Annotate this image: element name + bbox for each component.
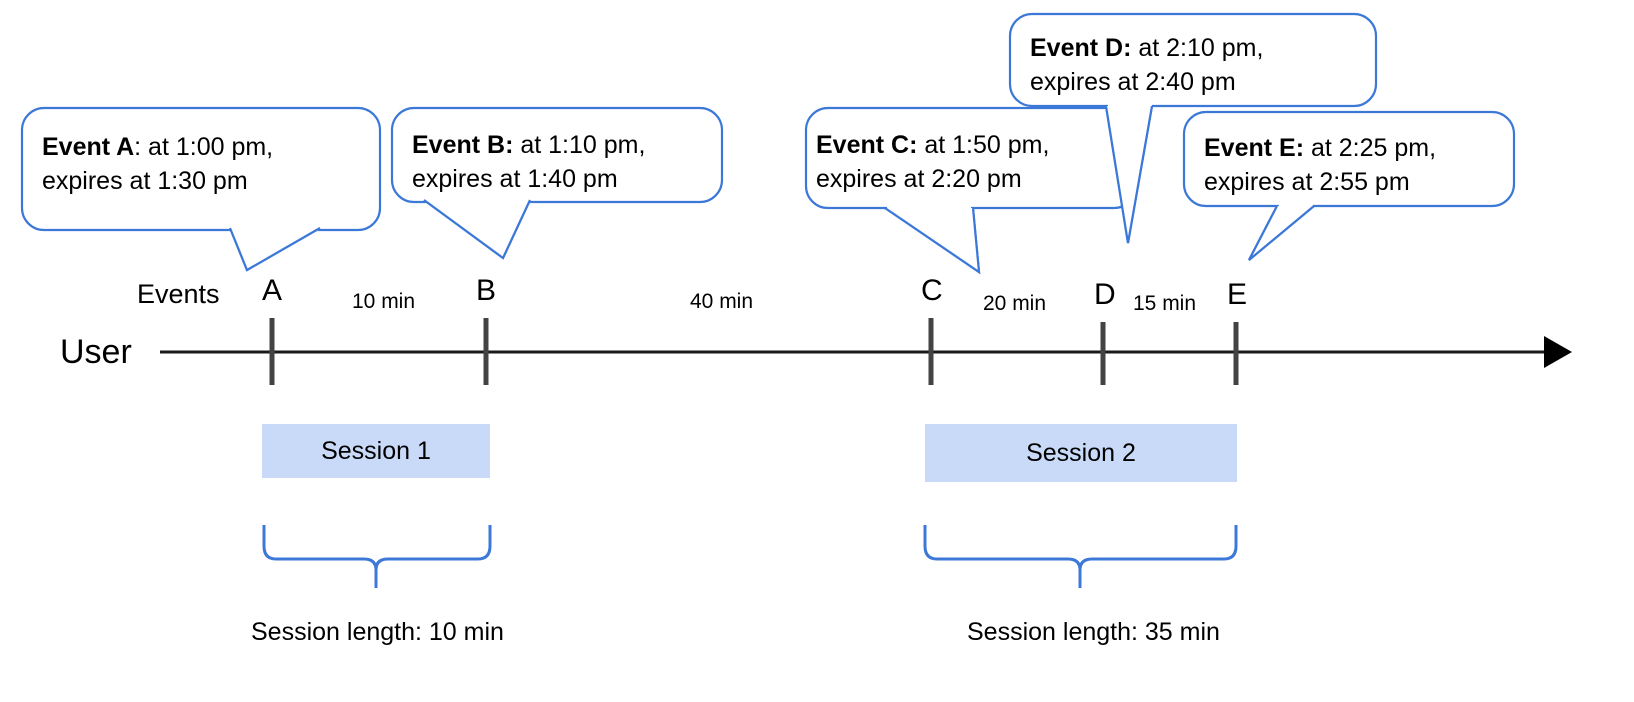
callout-event-c-bold: Event C: xyxy=(816,131,918,159)
event-label-d: D xyxy=(1094,278,1116,311)
callout-event-d-shape xyxy=(1008,12,1378,244)
callout-event-e-text: Event E: at 2:25 pm, expires at 2:55 pm xyxy=(1204,131,1436,199)
callout-event-d-text: Event D: at 2:10 pm, expires at 2:40 pm xyxy=(1030,31,1263,99)
callout-event-b-bold: Event B: xyxy=(412,131,514,159)
callout-event-e-bold: Event E: xyxy=(1204,134,1305,162)
callout-event-c-line2: expires at 2:20 pm xyxy=(816,165,1022,193)
gap-label-c-d: 20 min xyxy=(983,292,1047,315)
callout-event-c-rest: at 1:50 pm, xyxy=(917,131,1050,159)
events-row-label: Events xyxy=(137,279,220,309)
gap-label-d-e: 15 min xyxy=(1133,292,1197,315)
session-length-label-2: Session length: 35 min xyxy=(967,618,1220,646)
session-box-1: Session 1 xyxy=(262,424,490,478)
callout-event-c-shape xyxy=(804,106,1138,275)
event-label-c: C xyxy=(921,274,943,307)
callout-event-a-text: Event A: at 1:00 pm, expires at 1:30 pm xyxy=(42,130,273,198)
callout-event-b-rest: at 1:10 pm, xyxy=(513,131,646,159)
gap-label-a-b: 10 min xyxy=(352,290,416,313)
callout-event-a-bold: Event A xyxy=(42,133,135,161)
callout-event-d-bold: Event D: xyxy=(1030,34,1132,62)
callout-event-d-line2: expires at 2:40 pm xyxy=(1030,68,1236,96)
callout-event-b-text: Event B: at 1:10 pm, expires at 1:40 pm xyxy=(412,128,645,196)
callout-event-e-line2: expires at 2:55 pm xyxy=(1204,168,1410,196)
session-length-label-1: Session length: 10 min xyxy=(251,618,504,646)
callout-event-e-shape xyxy=(1182,110,1516,261)
session-2-brace xyxy=(923,525,1238,588)
callout-event-e-rest: at 2:25 pm, xyxy=(1304,134,1437,162)
user-lane-label: User xyxy=(60,333,132,371)
timeline-arrow-icon xyxy=(1544,336,1572,368)
gap-label-b-c: 40 min xyxy=(690,290,754,313)
callout-event-b-line2: expires at 1:40 pm xyxy=(412,165,618,193)
session-box-2-label: Session 2 xyxy=(1026,438,1136,467)
callout-event-a-rest: : at 1:00 pm, xyxy=(134,133,274,161)
event-label-b: B xyxy=(476,274,497,307)
callout-event-a-line2: expires at 1:30 pm xyxy=(42,167,248,195)
callout-event-a-shape xyxy=(20,106,382,272)
callout-event-c-text: Event C: at 1:50 pm, expires at 2:20 pm xyxy=(816,128,1049,196)
event-label-a: A xyxy=(262,274,283,307)
session-box-1-label: Session 1 xyxy=(321,436,431,465)
callout-event-b-shape xyxy=(390,106,724,260)
session-1-brace xyxy=(262,525,492,588)
session-box-2: Session 2 xyxy=(925,424,1237,482)
callout-event-d-rest: at 2:10 pm, xyxy=(1131,34,1264,62)
event-label-e: E xyxy=(1227,278,1248,311)
